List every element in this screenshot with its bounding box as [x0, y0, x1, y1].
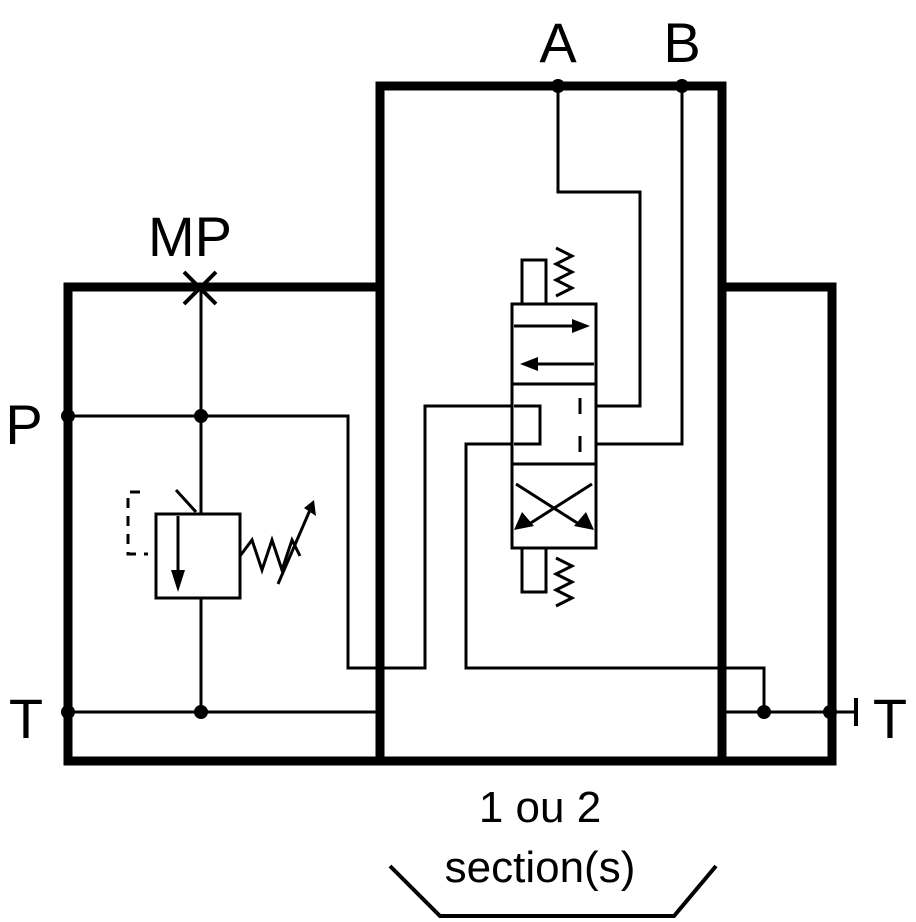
port-label-t-right: T — [873, 687, 907, 750]
relief-valve-icon — [126, 488, 316, 600]
section-bracket — [388, 864, 718, 918]
port-label-t-left: T — [9, 687, 43, 750]
port-a-dot — [551, 79, 565, 93]
junction-dot — [194, 705, 208, 719]
junction-dot — [61, 409, 75, 423]
work-port-lines — [556, 86, 684, 446]
port-b-dot — [675, 79, 689, 93]
port-label-p: P — [5, 393, 42, 456]
port-label-mp: MP — [148, 205, 232, 268]
measurement-point-icon — [182, 270, 218, 306]
section-label: section(s) — [445, 843, 636, 892]
port-label-b: B — [663, 11, 700, 74]
port-label-a: A — [539, 11, 577, 74]
junction-dot — [61, 705, 75, 719]
return-line — [464, 442, 766, 712]
end-section-frame — [717, 282, 837, 766]
section-count-label: 1 ou 2 — [479, 783, 601, 832]
inlet-lines — [68, 289, 512, 714]
junction-dot — [757, 705, 771, 719]
junction-dot — [823, 705, 837, 719]
junction-dot — [194, 409, 208, 423]
directional-valve-icon — [510, 246, 598, 608]
